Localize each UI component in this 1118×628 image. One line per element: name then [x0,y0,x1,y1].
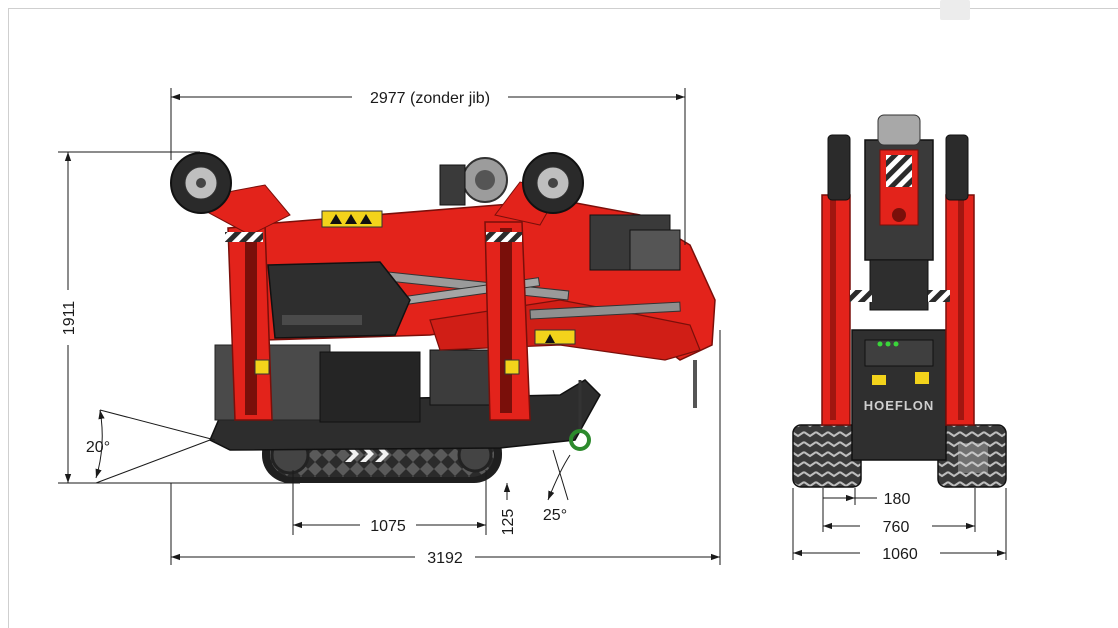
dim-ground-clearance: 125 [500,509,517,536]
dim-total-length: 3192 [427,550,463,567]
control-console [267,261,411,339]
technical-drawing: HOEFLON [58,88,1007,567]
scrollbar-thumb[interactable] [940,0,970,20]
dim-track-width: 180 [884,491,911,508]
dimension-lines [58,88,1007,565]
dim-length-without-jib: 2977 (zonder jib) [370,90,490,107]
dim-height: 1911 [61,301,78,336]
drawing-frame [8,8,1118,628]
dim-inner-width: 760 [883,519,910,536]
hook [569,429,591,451]
side-view-machine [170,152,716,483]
front-view-machine: HOEFLON [792,114,1007,488]
engine-cover [319,351,421,423]
dim-track-contact: 1075 [370,518,406,535]
brand-label: HOEFLON [864,398,935,413]
dim-total-width: 1060 [882,546,918,563]
dim-approach-angle: 20° [86,439,110,456]
dim-departure-angle: 25° [543,507,567,524]
left-track [792,424,862,488]
